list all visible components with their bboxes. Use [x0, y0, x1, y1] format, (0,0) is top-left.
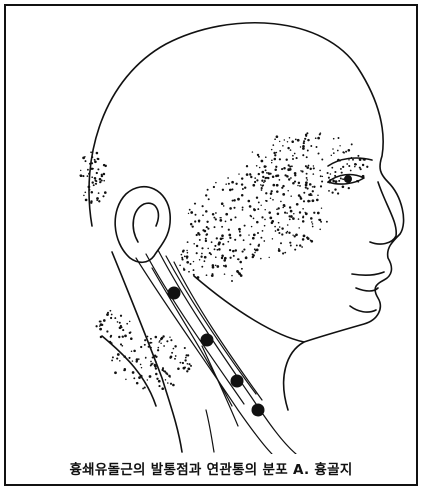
trigger-point [201, 334, 214, 347]
figure-caption: 흉쇄유돌근의 발통점과 연관통의 분포 A. 흉골지 [6, 458, 416, 484]
head-neck-illustration [6, 6, 416, 454]
trigger-point [231, 375, 244, 388]
head-outline [89, 23, 404, 410]
scm-muscle [136, 250, 296, 454]
figure-frame: 흉쇄유돌근의 발통점과 연관통의 분포 A. 흉골지 [4, 4, 418, 486]
referred-pain-stipple [79, 132, 368, 390]
trigger-points [168, 287, 265, 417]
trigger-point [168, 287, 181, 300]
ear-inner [133, 203, 158, 242]
trigger-point [252, 404, 265, 417]
chin-line [350, 306, 376, 312]
mouth-line [352, 272, 384, 275]
ear-outline [115, 187, 170, 263]
jaw-line [194, 276, 304, 342]
neck-back-line [112, 252, 182, 452]
nose-line [370, 182, 396, 244]
